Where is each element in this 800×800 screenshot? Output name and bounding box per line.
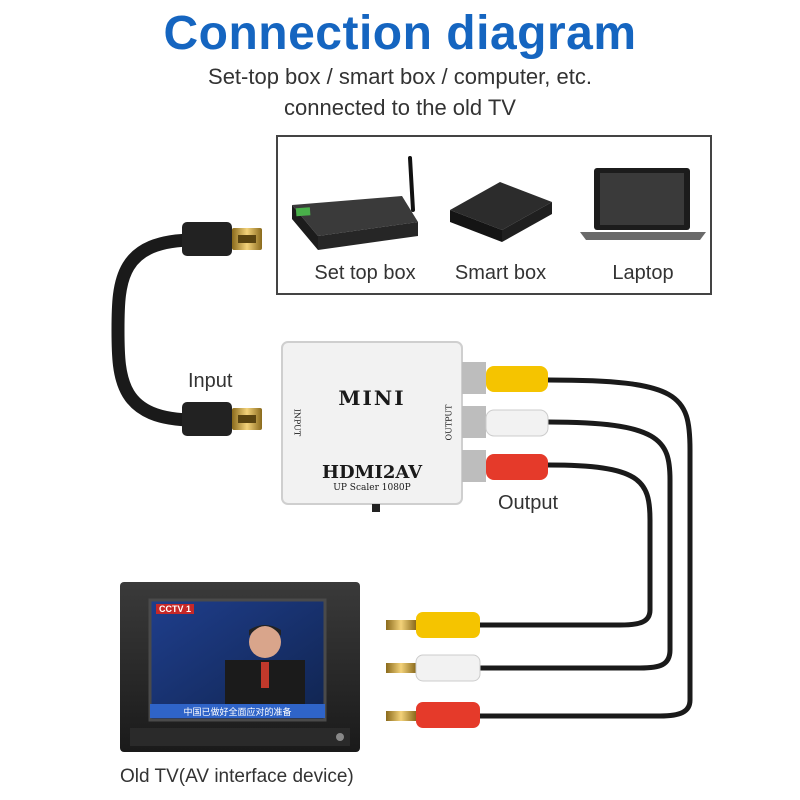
subtitle-line-1: Set-top box / smart box / computer, etc. bbox=[208, 64, 592, 89]
tv-label: Old TV(AV interface device) bbox=[120, 766, 354, 787]
adapter-model: HDMI2AV bbox=[321, 462, 423, 483]
adapter-brand: MINI bbox=[338, 386, 406, 410]
tv-rca-plug-yellow bbox=[386, 702, 480, 728]
set-top-box-icon bbox=[292, 156, 418, 250]
device-label-set-top-box: Set top box bbox=[314, 262, 416, 284]
old-tv-icon bbox=[120, 582, 360, 752]
page-title: Connection diagram bbox=[163, 7, 637, 60]
hdmi-cable bbox=[111, 233, 202, 427]
output-label: Output bbox=[498, 492, 559, 514]
input-label: Input bbox=[188, 370, 233, 392]
laptop-icon bbox=[580, 168, 706, 240]
hdmi-plug-bottom bbox=[182, 402, 262, 436]
tv-rca-plug-red bbox=[386, 612, 480, 638]
adapter-output-port-label: OUTPUT bbox=[444, 404, 454, 441]
tv-channel-logo: CCTV 1 bbox=[156, 604, 195, 614]
rca-cable-yellow bbox=[480, 377, 693, 719]
device-label-smart-box: Smart box bbox=[454, 262, 547, 284]
adapter-input-port-label: INPUT bbox=[292, 408, 302, 437]
tv-rca-plug-white bbox=[386, 654, 481, 682]
adapter-spec: UP Scaler 1080P bbox=[333, 483, 411, 493]
hdmi-plug-top bbox=[182, 222, 262, 256]
smart-box-icon bbox=[450, 182, 552, 242]
rca-cable-white bbox=[480, 419, 673, 671]
subtitle-line-2: connected to the old TV bbox=[284, 95, 516, 120]
tv-ticker-text: 中国已做好全面应对的准备 bbox=[183, 708, 292, 718]
rca-cable-red bbox=[480, 462, 653, 628]
adapter-rca-ports bbox=[462, 362, 549, 482]
device-label-laptop: Laptop bbox=[612, 262, 674, 284]
